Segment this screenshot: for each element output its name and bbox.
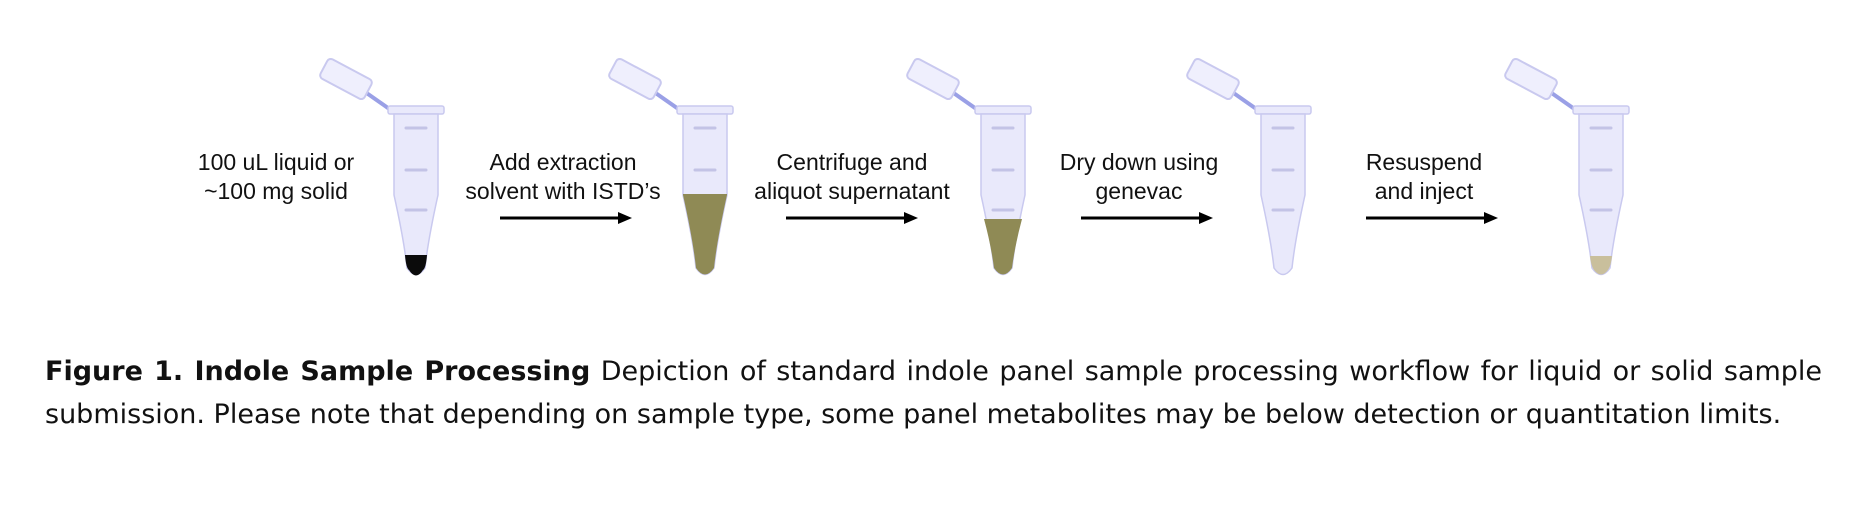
- arrow-icon: [1366, 212, 1498, 224]
- resuspended-sample: [1590, 256, 1612, 275]
- tube-cap: [1504, 57, 1558, 101]
- tube-rim: [387, 105, 445, 115]
- tube-rim: [676, 105, 734, 115]
- arrow-head: [618, 212, 632, 224]
- caption-title: Figure 1. Indole Sample Processing: [45, 356, 591, 387]
- step-label-line: Add extraction: [489, 149, 637, 175]
- arrow-head: [1484, 212, 1498, 224]
- step-label-sample: 100 uL liquid or ~100 mg solid: [198, 148, 354, 206]
- tube-body: [1578, 113, 1624, 276]
- step-label-line: and inject: [1374, 178, 1474, 204]
- step-label-line: genevac: [1095, 178, 1183, 204]
- tube-cap: [1186, 57, 1240, 101]
- workflow-diagram: 100 uL liquid or ~100 mg solid Add extra…: [198, 57, 1630, 276]
- arrow-icon: [1081, 212, 1213, 224]
- step-label-line: Dry down using: [1059, 149, 1219, 175]
- step-label-line: 100 uL liquid or: [197, 149, 355, 175]
- step-label-extraction: Add extraction solvent with ISTD’s: [465, 148, 660, 206]
- tubes-layer: [319, 57, 1630, 276]
- tube-cap: [608, 57, 662, 101]
- step-label-dry-down: Dry down using genevac: [1060, 148, 1219, 206]
- caption-text: Depiction of standard indole panel sampl…: [45, 356, 1822, 430]
- microcentrifuge-tube: [1504, 57, 1630, 276]
- tube-cap: [906, 57, 960, 101]
- arrow-icon: [500, 212, 632, 224]
- figure-caption: Figure 1. Indole Sample Processing Depic…: [45, 350, 1822, 436]
- tube-body: [1260, 113, 1306, 276]
- supernatant: [984, 219, 1022, 275]
- microcentrifuge-tube: [1186, 57, 1312, 276]
- step-label-line: ~100 mg solid: [204, 178, 348, 204]
- microcentrifuge-tube: [906, 57, 1032, 276]
- tube-rim: [1254, 105, 1312, 115]
- microcentrifuge-tube: [319, 57, 445, 276]
- pellet: [405, 255, 427, 276]
- extraction-solvent: [683, 194, 727, 275]
- arrow-icon: [786, 212, 918, 224]
- tube-rim: [1572, 105, 1630, 115]
- tube-body: [393, 113, 439, 276]
- microcentrifuge-tube: [608, 57, 734, 276]
- tube-cap: [319, 57, 373, 101]
- step-label-line: Centrifuge and: [776, 149, 928, 175]
- arrow-head: [904, 212, 918, 224]
- step-label-line: aliquot supernatant: [754, 178, 950, 204]
- step-label-resuspend: Resuspend and inject: [1366, 148, 1482, 206]
- step-label-centrifuge: Centrifuge and aliquot supernatant: [754, 148, 950, 206]
- step-label-line: Resuspend: [1365, 149, 1483, 175]
- step-label-line: solvent with ISTD’s: [465, 178, 661, 204]
- tube-rim: [974, 105, 1032, 115]
- arrow-head: [1199, 212, 1213, 224]
